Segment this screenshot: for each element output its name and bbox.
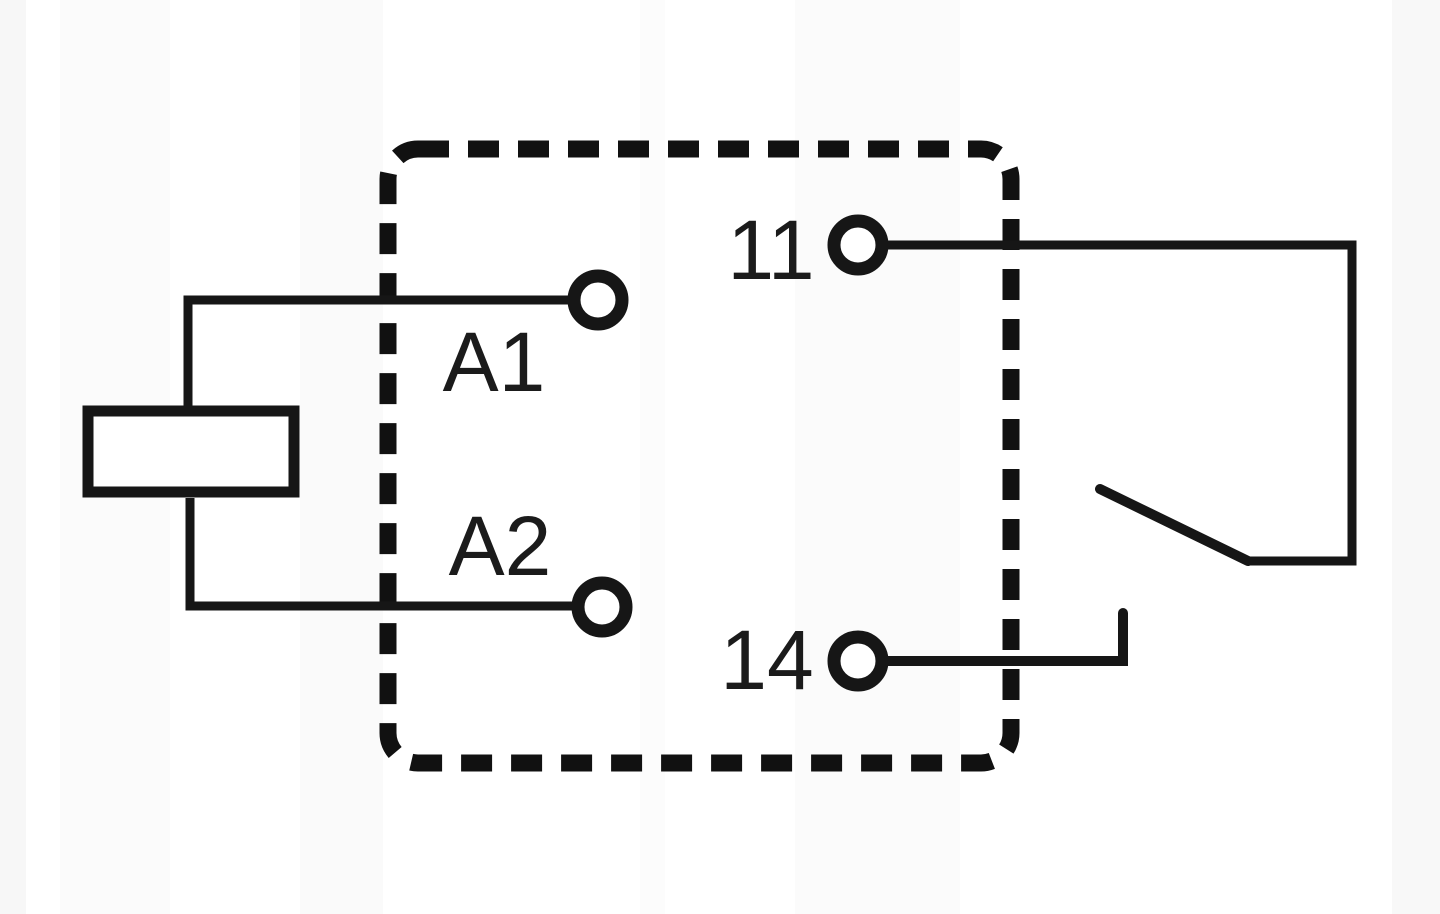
coil-lead-a2-wire	[185, 498, 572, 611]
terminal-circle-a1	[567, 269, 629, 331]
terminal-label-14: 14	[720, 613, 813, 707]
contact-moving-arm	[1095, 484, 1253, 566]
contact-11-wire	[888, 240, 1357, 566]
terminal-label-a2: A2	[449, 499, 552, 593]
terminal-circle-14	[827, 630, 889, 692]
coil-symbol	[82, 405, 300, 498]
terminal-circle-a2	[571, 576, 633, 638]
coil-lead-a1-wire	[183, 295, 568, 411]
terminal-circle-11	[827, 214, 889, 276]
contact-14-wire-fixed-contact	[883, 608, 1128, 666]
terminal-label-11: 11	[727, 203, 814, 297]
terminal-label-a1: A1	[443, 315, 546, 409]
